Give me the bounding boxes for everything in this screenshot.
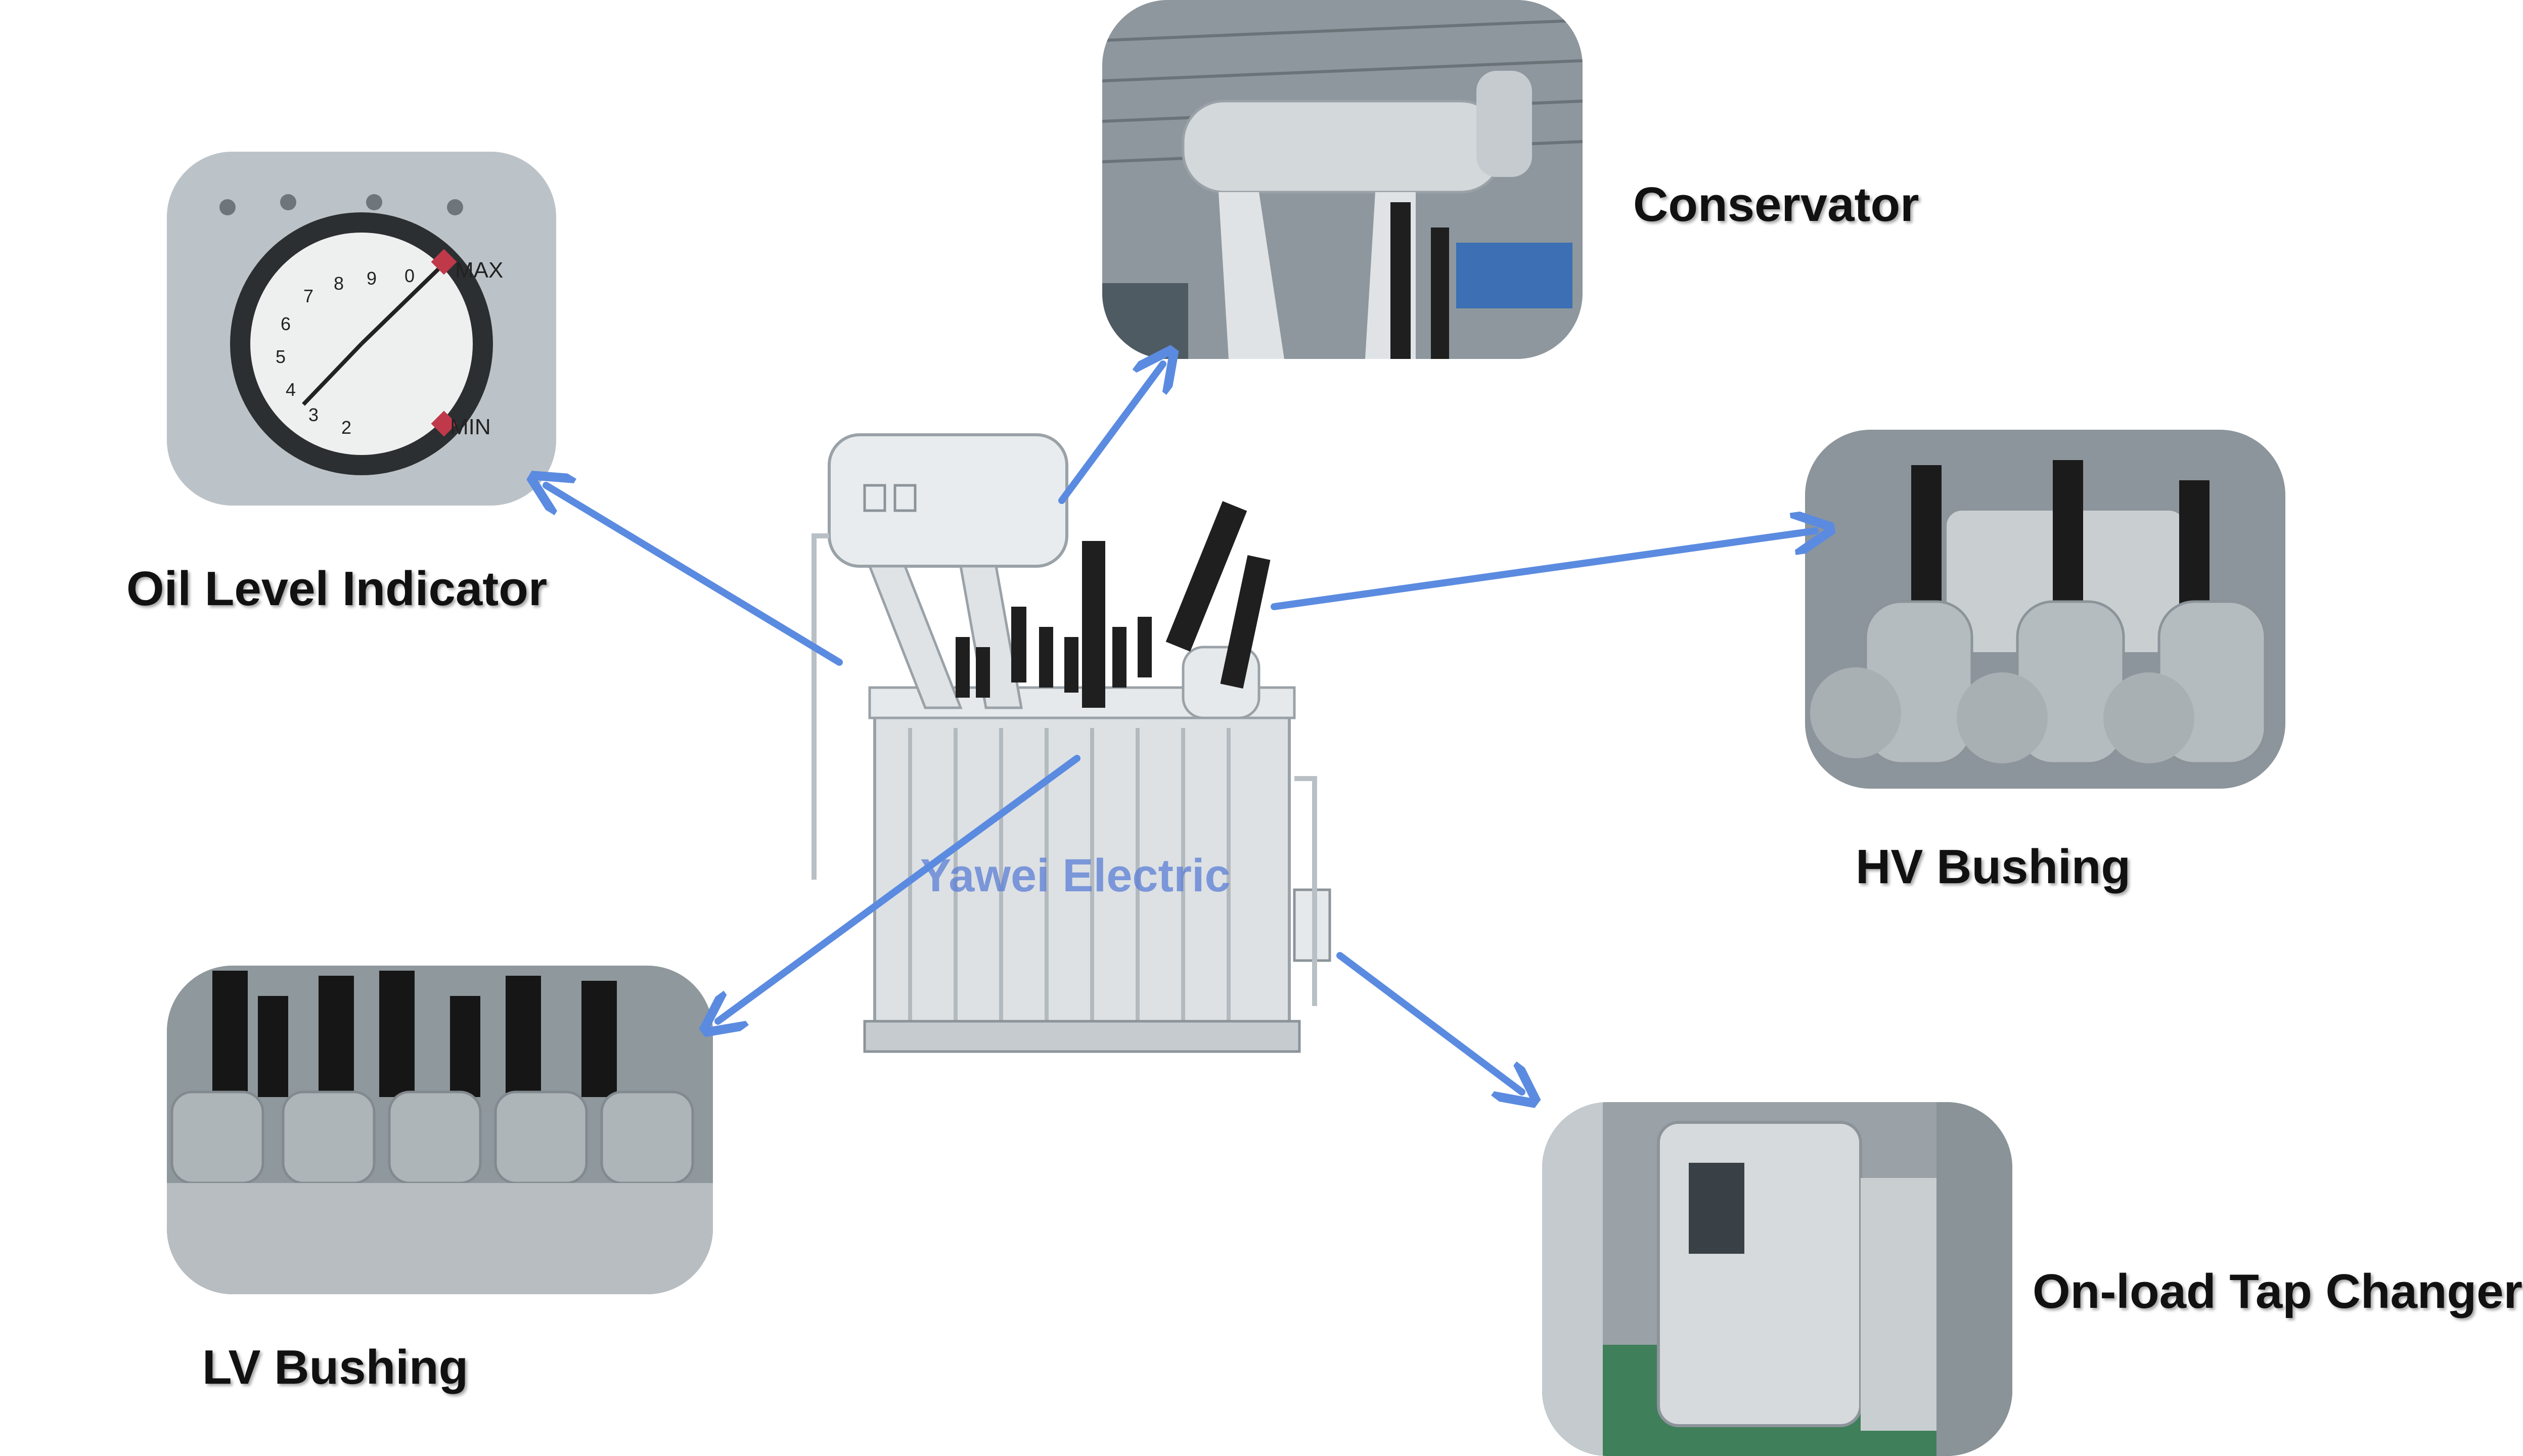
arrow-to-oil-level-indicator xyxy=(546,485,843,666)
gauge-number-2: 2 xyxy=(341,417,352,438)
oil-level-indicator-photo: MAX MIN 9 8 7 6 5 4 3 2 0 xyxy=(167,152,556,506)
hv-bushing-photo xyxy=(1805,430,2285,789)
gauge-number-9: 9 xyxy=(367,268,377,289)
lv-bushing-photo xyxy=(167,966,713,1294)
gauge-number-8: 8 xyxy=(334,273,344,294)
gauge-number-5: 5 xyxy=(276,346,286,367)
arrow-to-hv-bushing xyxy=(1271,531,1815,610)
gauge-number-0: 0 xyxy=(404,265,415,286)
gauge-number-4: 4 xyxy=(286,379,296,400)
arrow-to-conservator xyxy=(1058,364,1163,504)
main-transformer xyxy=(812,433,1331,1053)
arrow-to-lv-bushing xyxy=(718,755,1080,1021)
gauge-number-6: 6 xyxy=(281,313,291,334)
watermark-text: Yawei Electric xyxy=(920,850,1231,901)
gauge-min-label: MIN xyxy=(450,415,491,439)
label-conservator: Conservator xyxy=(1633,177,1919,232)
label-lv-bushing: LV Bushing xyxy=(202,1340,469,1394)
on-load-tap-changer-photo xyxy=(1542,1102,2012,1456)
label-on-load-tap-changer: On-load Tap Changer xyxy=(2033,1264,2522,1318)
gauge-max-label: MAX xyxy=(455,258,504,283)
arrow-to-on-load-tap-changer xyxy=(1336,952,1522,1092)
label-hv-bushing: HV Bushing xyxy=(1856,840,2131,894)
label-oil-level-indicator: Oil Level Indicator xyxy=(126,562,548,616)
gauge-number-3: 3 xyxy=(308,404,319,425)
gauge-number-7: 7 xyxy=(303,286,314,306)
conservator-photo xyxy=(1102,0,1583,359)
